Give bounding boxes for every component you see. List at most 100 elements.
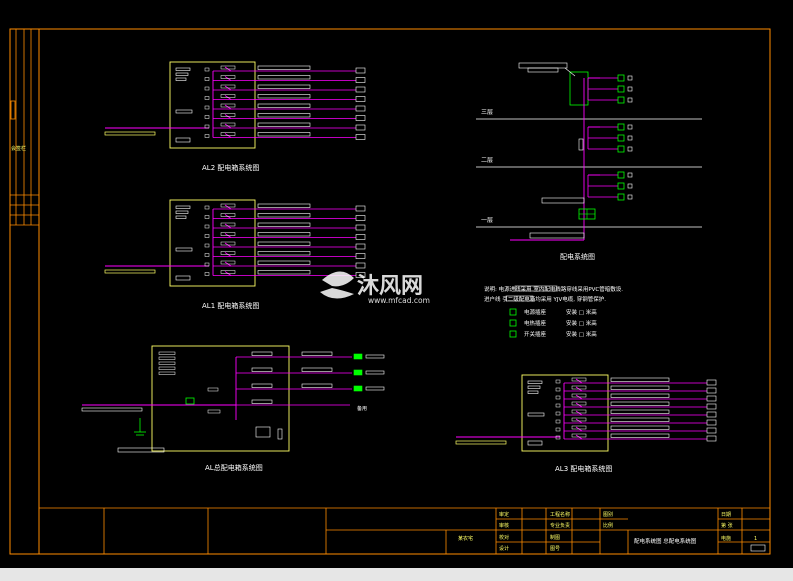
al3-panel-breaker-tag — [571, 401, 587, 406]
al2-panel-circuit-no — [204, 115, 210, 119]
legend-detail: 安装 □ 米高 — [566, 308, 597, 316]
al3-panel-breaker-tag — [571, 409, 587, 414]
al-main-label-stub — [158, 351, 176, 355]
al1-panel-breaker-tag — [220, 203, 236, 208]
al3-panel-circuit-no — [555, 411, 561, 416]
al1-panel-breaker-tag — [220, 270, 236, 274]
al1-panel-enclosure — [169, 199, 256, 287]
al1-panel-feeder-tag — [257, 222, 311, 227]
al3-panel-load-box — [706, 403, 717, 410]
al3-panel-label-stub — [527, 390, 539, 394]
subpanel-tag — [365, 386, 385, 391]
al1-panel-load-box — [355, 215, 366, 221]
al1-panel-load-box — [355, 272, 366, 278]
outlet-icon — [617, 193, 625, 201]
outlet-icon — [617, 96, 625, 104]
al1-panel-circuit-no — [204, 253, 210, 257]
al3-panel-load-box — [706, 395, 717, 402]
outlet-tag — [627, 172, 633, 178]
outlet-icon — [617, 85, 625, 93]
al2-panel-feeder-tag — [257, 94, 311, 99]
al-main-breaker-tag — [251, 367, 273, 372]
al1-panel-feeder-tag — [257, 270, 311, 275]
al2-panel-feeder-tag — [257, 103, 311, 108]
al1-diagram-title: AL1 配电箱系统图 — [202, 301, 259, 310]
al3-panel-breaker-tag — [571, 433, 587, 438]
tb-cell: 校对 — [499, 534, 509, 541]
al-main-tag — [207, 409, 221, 414]
design-notes: 说明: 电源进线采用 室内配电线路穿线采用PVC管暗敷设. 进户线 引二级配电箱… — [484, 285, 623, 303]
outlet-icon — [617, 123, 625, 131]
al3-panel-breaker-tag — [571, 377, 587, 382]
subpanel-icon — [353, 353, 363, 360]
al3-panel-label-stub — [527, 380, 543, 384]
tb-cell: 审定 — [499, 511, 509, 518]
al-main-enclosure — [151, 345, 290, 452]
tb-cell: 工程名称 — [550, 511, 570, 518]
riser-top-panel — [569, 71, 589, 106]
al1-panel-feeder-tag — [257, 232, 311, 237]
al-main-feeder-tag — [301, 383, 333, 388]
floor-label-3: 三层 — [481, 109, 493, 116]
al3-panel-breaker-tag — [571, 425, 587, 430]
legend-detail: 安装 □ 米高 — [566, 319, 597, 327]
al1-panel-label-stub — [175, 205, 191, 209]
al1-panel-load-box — [355, 224, 366, 231]
watermark-url: www.mfcad.com — [368, 296, 430, 305]
mfcad-watermark: 沐风网 www.mfcad.com — [320, 271, 430, 305]
riser-diagram-title: 配电系统图 — [560, 252, 595, 261]
al3-panel — [455, 374, 717, 452]
tb-cell: 日期 — [721, 512, 731, 518]
al1-panel-breaker-tag — [220, 213, 236, 217]
al3-panel-breaker-tag — [571, 385, 587, 390]
al1-panel-load-box — [355, 262, 366, 269]
al-main-label-stub — [158, 356, 176, 360]
al3-panel-circuit-no — [555, 435, 561, 440]
left-signature-strip — [10, 29, 39, 226]
al-main-label-stub — [158, 361, 176, 365]
al1-panel-breaker-tag — [220, 232, 236, 236]
legend: 电源插座安装 □ 米高电热插座安装 □ 米高开关插座安装 □ 米高 — [509, 308, 597, 338]
al1-panel-feeder-tag — [257, 213, 311, 218]
socket-icon — [509, 308, 517, 316]
al3-panel-incoming-cable-tag — [455, 440, 507, 445]
outlet-tag — [627, 75, 633, 81]
al1-panel-circuit-no — [204, 243, 210, 248]
al1-panel-circuit-no — [204, 205, 210, 210]
subpanel-tag — [365, 354, 385, 359]
al3-panel-circuit-no — [555, 403, 561, 408]
al2-panel-breaker-tag — [220, 65, 236, 70]
notes-line-1: 说明: 电源进线采用 室内配电线路穿线采用PVC管暗敷设. — [484, 285, 623, 293]
drawing-border-inner — [38, 28, 771, 555]
riser-top-tag-2 — [527, 67, 559, 73]
al3-panel-label-stub — [527, 385, 541, 389]
legend-detail: 安装 □ 米高 — [566, 330, 597, 338]
al3-panel-circuit-no — [555, 427, 561, 432]
window-bottom-bar — [0, 568, 793, 581]
al1-panel-feeder-tag — [257, 260, 311, 265]
al2-panel-label-stub — [175, 72, 189, 76]
al1-panel-breaker-tag — [220, 260, 236, 265]
notes-line-2: 进户线 引二级配电箱均采用 YJV电缆, 穿钢管保护. — [484, 295, 606, 303]
al2-panel-circuit-no — [204, 86, 210, 91]
riser-floor1-tag — [541, 197, 585, 204]
al1-panel-load-box — [355, 243, 366, 250]
al-main-incoming-tag — [81, 407, 143, 412]
al2-panel-load-box — [355, 86, 366, 93]
outlet-icon — [617, 182, 625, 190]
al3-panel-breaker-tag — [571, 393, 587, 398]
al2-panel-load-box — [355, 96, 366, 102]
al3-panel-enclosure — [521, 374, 609, 452]
floor-label-1: 一层 — [481, 217, 493, 224]
al3-panel-circuit-no — [555, 379, 561, 384]
al2-panel-label-stub — [175, 77, 187, 81]
outlet-icon — [617, 74, 625, 82]
al2-panel-load-box — [355, 115, 366, 121]
al2-panel-label-stub — [175, 67, 191, 71]
al2-panel-circuit-no — [204, 77, 210, 81]
tb-sheet-box — [750, 544, 766, 552]
riser-diagram: 三层 二层 一层 — [476, 62, 702, 241]
al-main-breaker-tag — [251, 399, 273, 404]
subpanel-icon — [353, 385, 363, 392]
